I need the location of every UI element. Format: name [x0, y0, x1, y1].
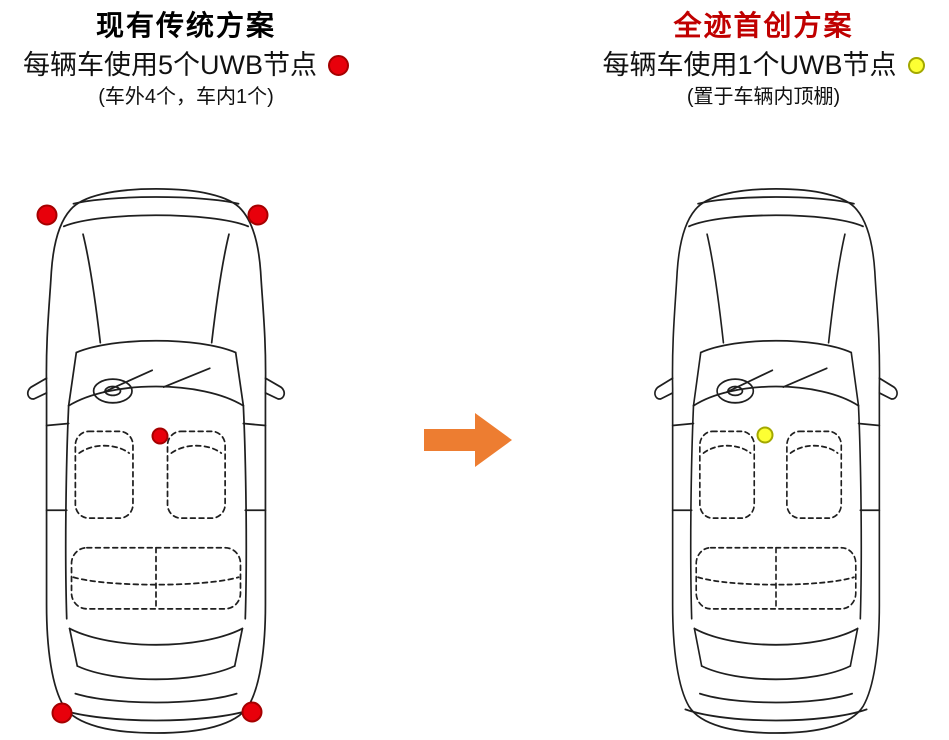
uwb-node — [247, 204, 269, 226]
uwb-node — [151, 427, 169, 445]
red-uwb-node-icon — [328, 55, 349, 77]
right-note: (置于车辆内顶棚) — [686, 86, 841, 109]
quanji-scheme-header: 全迹首创方案 每辆车使用1个UWB节点 (置于车辆内顶棚) — [578, 10, 949, 109]
uwb-node — [756, 426, 774, 444]
car-diagram-traditional — [12, 183, 300, 735]
right-description: 每辆车使用1个UWB节点 — [602, 50, 897, 81]
uwb-node — [36, 204, 58, 226]
yellow-uwb-node-icon — [907, 57, 925, 75]
left-description: 每辆车使用5个UWB节点 — [22, 50, 317, 81]
car-diagram-quanji — [640, 183, 912, 735]
left-note: (车外4个，车内1个) — [98, 86, 274, 109]
traditional-scheme-header: 现有传统方案 每辆车使用5个UWB节点 (车外4个，车内1个) — [0, 10, 372, 109]
uwb-node — [51, 702, 73, 724]
uwb-node — [241, 701, 263, 723]
arrow-icon — [424, 410, 514, 470]
right-title: 全迹首创方案 — [673, 10, 854, 41]
left-title: 现有传统方案 — [95, 10, 276, 41]
car-top-view-drawing — [26, 188, 286, 734]
car-top-view-drawing — [654, 188, 898, 734]
